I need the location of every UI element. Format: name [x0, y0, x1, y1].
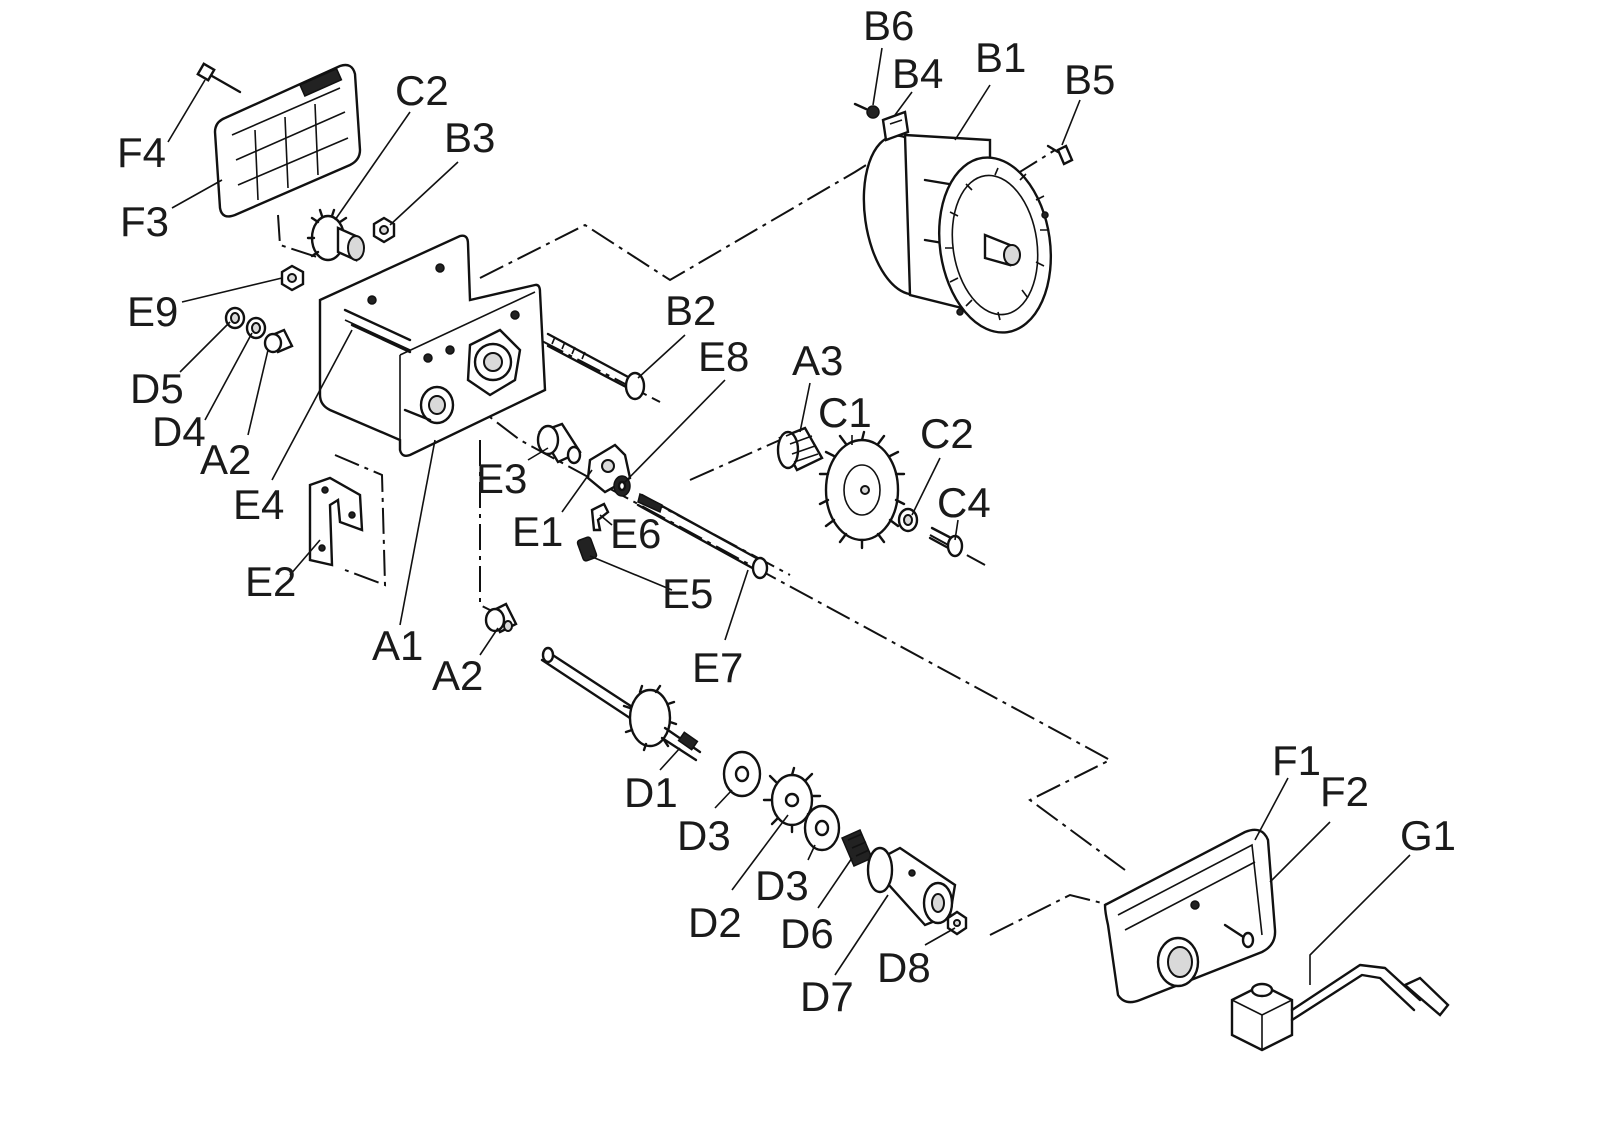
label-f4: F4 — [117, 129, 166, 176]
housing-f1 — [1103, 828, 1277, 1004]
label-d5: D5 — [130, 365, 184, 412]
washer-c2-right — [897, 507, 919, 533]
label-e6: E6 — [610, 510, 661, 557]
gear-c1 — [818, 430, 906, 550]
drum-b1 — [862, 133, 1053, 334]
pin-e6 — [590, 502, 610, 532]
label-f1: F1 — [1272, 737, 1321, 784]
label-d7: D7 — [800, 973, 854, 1020]
screw-f4 — [196, 62, 242, 94]
label-b2: B2 — [665, 287, 716, 334]
spacer-e3 — [536, 422, 582, 465]
label-c1: C1 — [818, 389, 872, 436]
bushing-a2-bottom — [484, 602, 518, 634]
label-d3-a: D3 — [677, 812, 731, 859]
washer-d3-a — [722, 750, 762, 798]
bracket-e2 — [308, 476, 364, 567]
label-e8: E8 — [698, 333, 749, 380]
label-d6: D6 — [780, 910, 834, 957]
label-g1: G1 — [1400, 812, 1456, 859]
label-c2-top: C2 — [395, 67, 449, 114]
label-e3: E3 — [476, 455, 527, 502]
label-d2: D2 — [688, 899, 742, 946]
label-f2: F2 — [1320, 768, 1369, 815]
bolt-c4 — [928, 526, 964, 558]
nut-b3 — [372, 216, 396, 244]
label-e5: E5 — [662, 570, 713, 617]
shaft-e7 — [636, 492, 769, 580]
nut-e9 — [280, 264, 305, 292]
label-d4: D4 — [152, 408, 206, 455]
washer-d4 — [245, 316, 267, 340]
crank-handle-g1 — [1230, 963, 1450, 1052]
part-labels: B6 B4 B1 B5 C2 B3 F4 F3 E9 D5 D4 A2 E4 E… — [117, 2, 1456, 1020]
nut-b6 — [853, 102, 880, 119]
label-a1: A1 — [372, 622, 423, 669]
clamp-b4 — [881, 110, 910, 142]
screw-b5 — [1046, 144, 1074, 166]
label-a2-top: A2 — [200, 436, 251, 483]
bolt-b2 — [546, 332, 646, 401]
label-e2: E2 — [245, 558, 296, 605]
label-b4: B4 — [892, 50, 943, 97]
pinion-shaft-d1 — [540, 646, 702, 762]
frame-plate-a1 — [318, 234, 547, 458]
label-a2-bottom: A2 — [432, 652, 483, 699]
cover-plate-f3 — [213, 63, 362, 218]
label-b1: B1 — [975, 34, 1026, 81]
label-d8: D8 — [877, 944, 931, 991]
label-e4: E4 — [233, 481, 284, 528]
spring-d6 — [841, 829, 873, 867]
washer-d3-b — [803, 804, 841, 852]
label-e1: E1 — [512, 508, 563, 555]
leader-lines — [167, 47, 1411, 985]
ratchet-gear-d2 — [762, 766, 822, 834]
washer-d5 — [224, 306, 246, 330]
coupling-d7 — [866, 846, 957, 927]
label-d1: D1 — [624, 769, 678, 816]
label-c4: C4 — [937, 479, 991, 526]
label-b3: B3 — [444, 114, 495, 161]
label-c2-right: C2 — [920, 410, 974, 457]
gear-c2-top — [306, 208, 365, 262]
label-b6: B6 — [863, 2, 914, 49]
label-d3-b: D3 — [755, 862, 809, 909]
spring-e5 — [576, 536, 598, 562]
label-a3: A3 — [792, 337, 843, 384]
label-b5: B5 — [1064, 56, 1115, 103]
label-e7: E7 — [692, 644, 743, 691]
bearing-a3 — [776, 426, 824, 472]
screw-f2 — [1223, 923, 1255, 949]
label-f3: F3 — [120, 198, 169, 245]
label-e9: E9 — [127, 288, 178, 335]
bushing-a2-top — [263, 328, 294, 354]
